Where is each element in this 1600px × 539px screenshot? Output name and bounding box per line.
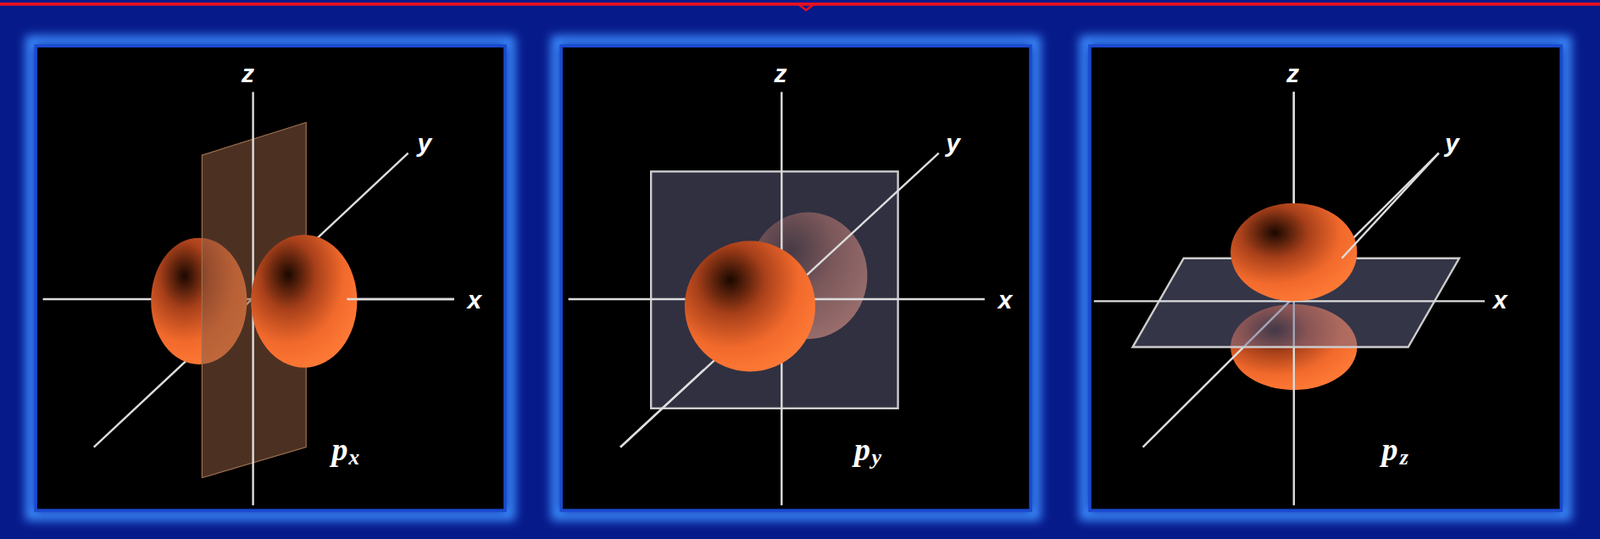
orbital-subscript: y xyxy=(872,446,883,469)
pz-orbital xyxy=(1094,91,1485,506)
axis-label: z xyxy=(774,61,788,87)
px-orbital xyxy=(43,91,455,506)
orbital-label: p xyxy=(1381,433,1398,466)
axis-label: x xyxy=(467,287,483,313)
axis-label: y xyxy=(1444,130,1460,156)
axis-label: z xyxy=(241,61,255,87)
axis-label: x xyxy=(1493,287,1508,313)
orbital-subscript: z xyxy=(1400,446,1409,469)
orbital-subscript: x xyxy=(348,446,360,469)
axis-label: y xyxy=(945,130,961,156)
axis-label: x xyxy=(998,287,1013,313)
axis-label: z xyxy=(1286,61,1300,87)
orbital-label: p xyxy=(331,433,348,466)
axis-label: y xyxy=(417,130,433,156)
orbital-label: p xyxy=(854,433,871,466)
py-orbital xyxy=(568,91,985,506)
